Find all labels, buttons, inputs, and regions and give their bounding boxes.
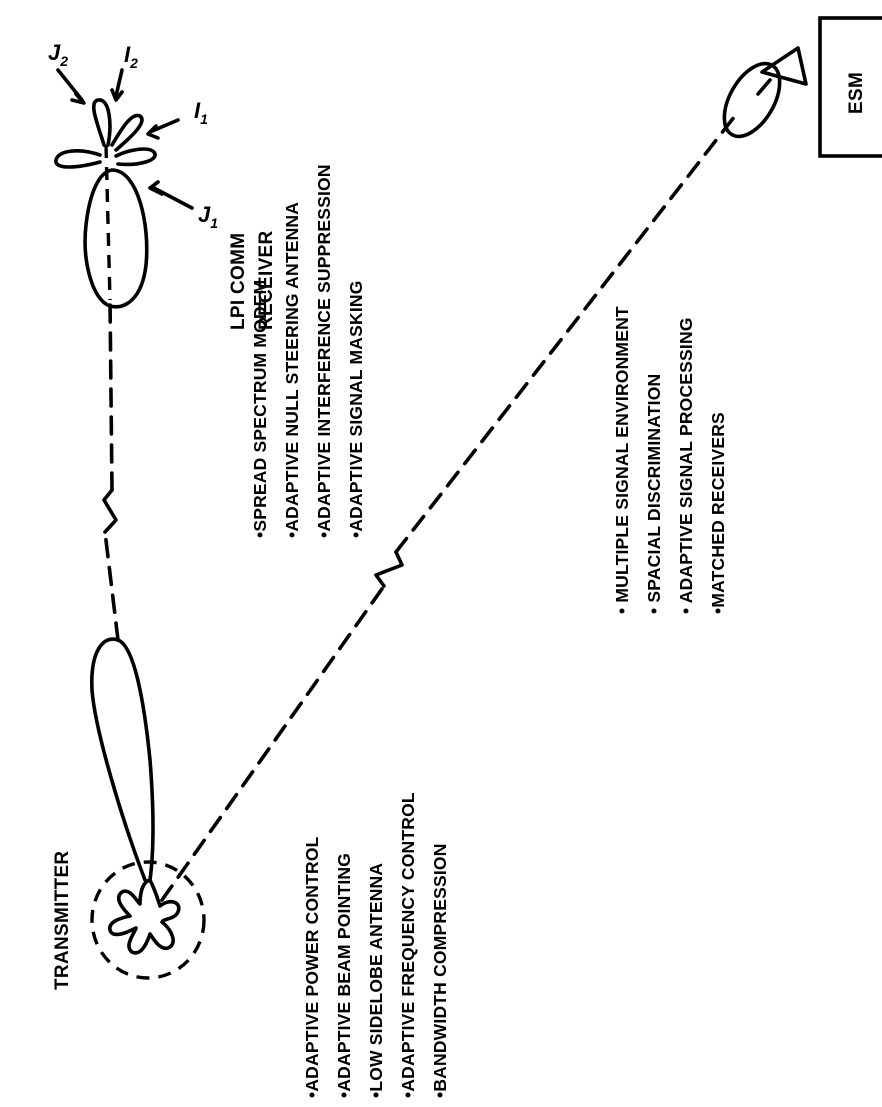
esm-feature-3: • ADAPTIVE SIGNAL PROCESSING bbox=[676, 317, 696, 614]
transmitter-feature-5: •BANDWIDTH COMPRESSION bbox=[430, 843, 450, 1098]
receiver-antenna bbox=[54, 98, 157, 309]
interference-label-i1: I1 bbox=[194, 98, 208, 127]
receiver-main-beam bbox=[83, 168, 149, 309]
transmitter-feature-1: •ADAPTIVE POWER CONTROL bbox=[302, 836, 322, 1098]
receiver-feature-2: •ADAPTIVE NULL STEERING ANTENNA bbox=[282, 202, 302, 538]
receiver-sidelobes bbox=[54, 98, 157, 169]
esm-antenna bbox=[722, 46, 808, 139]
transmitter-main-beam bbox=[90, 637, 155, 882]
esm-feature-2: • SPACIAL DISCRIMINATION bbox=[644, 374, 664, 614]
receiver-feature-1: •SPREAD SPECTRUM MODEM bbox=[250, 280, 270, 538]
esm-feature-1: • MULTIPLE SIGNAL ENVIRONMENT bbox=[612, 306, 632, 614]
esm-title: ESM bbox=[846, 72, 867, 114]
transmitter-coverage-circle bbox=[90, 860, 206, 980]
transmitter-sidelobes bbox=[108, 878, 181, 955]
receiver-threat-arrows bbox=[56, 68, 194, 210]
jammer-label-j1: J1 bbox=[198, 202, 218, 231]
receiver-title-line-1: LPI COMM bbox=[228, 233, 249, 330]
receiver-feature-4: •ADAPTIVE SIGNAL MASKING bbox=[346, 280, 366, 538]
transmitter-feature-2: •ADAPTIVE BEAM POINTING bbox=[334, 853, 354, 1098]
esm-box bbox=[818, 16, 882, 158]
esm-feature-list: • MULTIPLE SIGNAL ENVIRONMENT • SPACIAL … bbox=[612, 306, 728, 614]
receiver-title: LPI COMM RECEIVER bbox=[228, 230, 277, 330]
transmitter-feature-list: •ADAPTIVE POWER CONTROL •ADAPTIVE BEAM P… bbox=[302, 792, 450, 1098]
transmitter-feature-4: •ADAPTIVE FREQUENCY CONTROL bbox=[398, 792, 418, 1098]
transmitter-receiver-link bbox=[102, 298, 120, 642]
transmitter-esm-link bbox=[160, 110, 740, 902]
esm-feature-4: •MATCHED RECEIVERS bbox=[708, 412, 728, 614]
transmitter-title: TRANSMITTER bbox=[52, 851, 73, 990]
transmitter-antenna bbox=[90, 637, 206, 980]
transmitter-feature-3: •LOW SIDELOBE ANTENNA bbox=[366, 863, 386, 1098]
receiver-title-line-2: RECEIVER bbox=[256, 230, 277, 330]
receiver-feature-3: •ADAPTIVE INTERFERENCE SUPPRESSION bbox=[314, 164, 334, 538]
receiver-feature-list: •SPREAD SPECTRUM MODEM •ADAPTIVE NULL ST… bbox=[250, 164, 366, 538]
jammer-label-j2: J2 bbox=[48, 40, 68, 69]
esm-feed-horn bbox=[760, 46, 808, 86]
interference-label-i2: I2 bbox=[124, 42, 138, 71]
